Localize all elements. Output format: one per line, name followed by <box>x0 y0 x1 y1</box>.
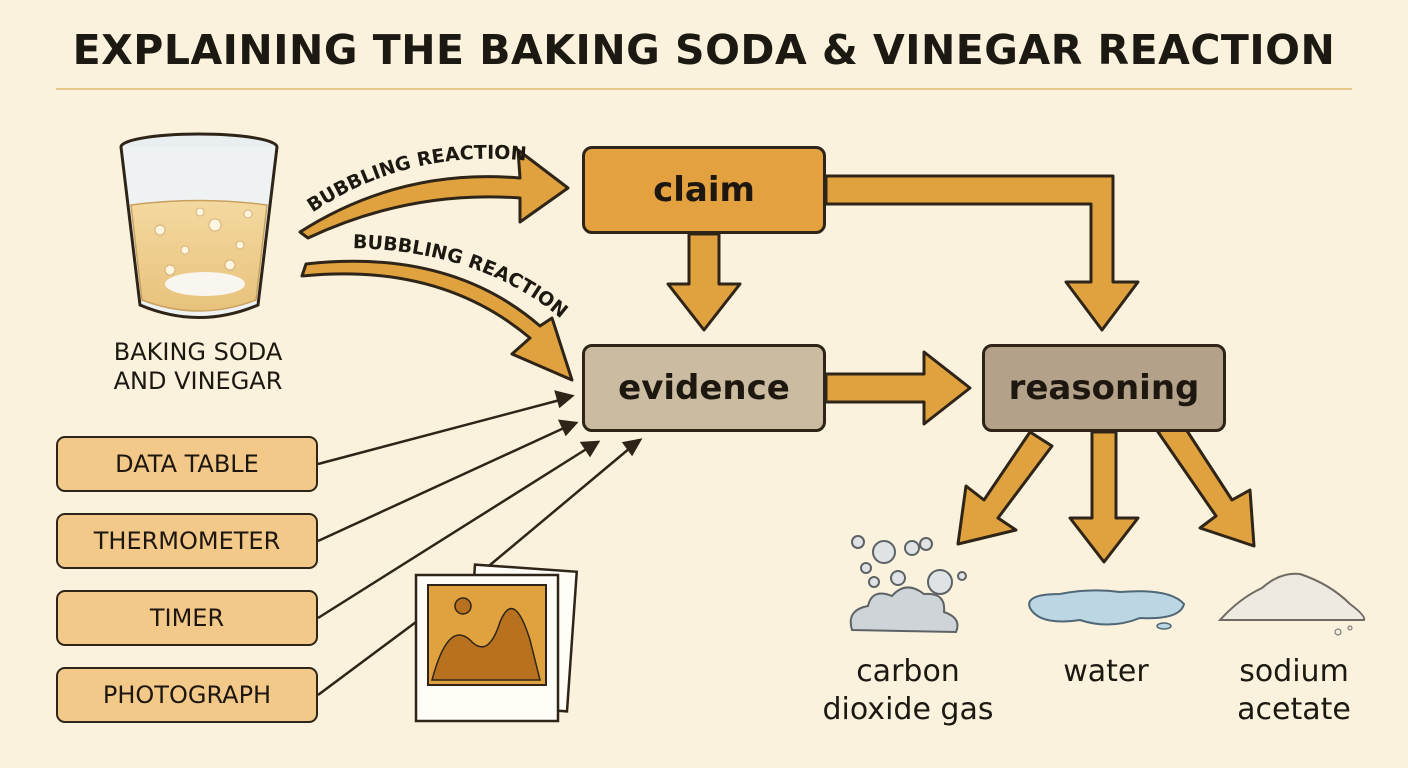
product-label-carbon-dioxide: carbon dioxide gas <box>800 653 1016 729</box>
gas-bubble <box>927 569 953 595</box>
bubbling-arrow-bottom <box>300 259 574 382</box>
product-line: carbon <box>856 654 960 689</box>
glass-icon <box>119 132 279 319</box>
gas-bubble <box>860 562 872 574</box>
gas-bubble <box>868 576 880 588</box>
source-data-table: DATA TABLE <box>56 436 318 492</box>
glass-label-line1: BAKING SODA <box>113 338 283 366</box>
connector-data-table <box>317 398 561 466</box>
claim-to-evidence-arrow <box>666 232 742 332</box>
connector-arrowhead <box>579 440 601 458</box>
source-label: DATA TABLE <box>115 450 259 478</box>
claim-box: claim <box>582 146 826 234</box>
connector-arrowhead <box>554 390 575 409</box>
connector-photo-to-evidence <box>483 447 631 571</box>
connector-photograph <box>317 620 417 697</box>
powder-pile-icon <box>1217 572 1366 636</box>
reasoning-label: reasoning <box>1008 368 1200 408</box>
bubbling-arrow-top <box>298 148 570 240</box>
glass-label-line2: AND VINEGAR <box>113 367 283 395</box>
gas-bubble <box>957 571 967 581</box>
source-thermometer: THERMOMETER <box>56 513 318 569</box>
product-line: sodium <box>1239 654 1349 689</box>
source-connectors <box>317 390 643 697</box>
product-line: acetate <box>1237 692 1351 727</box>
water-puddle-icon <box>1028 589 1186 630</box>
evidence-to-reasoning-arrow <box>824 350 972 426</box>
connector-arrowhead <box>557 419 579 437</box>
photograph-icon <box>414 563 579 723</box>
source-label: THERMOMETER <box>93 527 281 555</box>
product-line: water <box>1063 654 1149 689</box>
title-divider <box>56 88 1352 90</box>
evidence-box: evidence <box>582 344 826 432</box>
gas-bubble <box>919 537 933 551</box>
gas-bubbles-icon <box>849 535 967 634</box>
reasoning-to-water-arrow <box>1068 430 1140 564</box>
connector-thermometer <box>317 426 565 543</box>
evidence-label: evidence <box>618 368 790 408</box>
reasoning-box: reasoning <box>982 344 1226 432</box>
gas-bubble <box>851 535 865 549</box>
source-label: TIMER <box>149 604 225 632</box>
connector-arrowhead <box>621 438 643 457</box>
page-title: EXPLAINING THE BAKING SODA & VINEGAR REA… <box>72 26 1336 74</box>
claim-label: claim <box>653 170 755 210</box>
source-timer: TIMER <box>56 590 318 646</box>
source-label: PHOTOGRAPH <box>102 681 272 709</box>
connector-timer <box>317 446 589 620</box>
reasoning-to-gas-arrow <box>956 430 1054 546</box>
product-label-water: water <box>1034 653 1178 691</box>
gas-bubble <box>872 540 896 564</box>
gas-bubble <box>890 570 906 586</box>
source-photograph: PHOTOGRAPH <box>56 667 318 723</box>
gas-bubble <box>904 540 920 556</box>
product-label-sodium-acetate: sodium acetate <box>1206 653 1382 729</box>
glass-label: BAKING SODA AND VINEGAR <box>82 338 314 396</box>
claim-to-reasoning-arrow <box>824 174 1140 332</box>
product-line: dioxide gas <box>822 692 994 727</box>
gas-cloud <box>849 586 959 634</box>
reasoning-to-acetate-arrow <box>1156 418 1256 548</box>
